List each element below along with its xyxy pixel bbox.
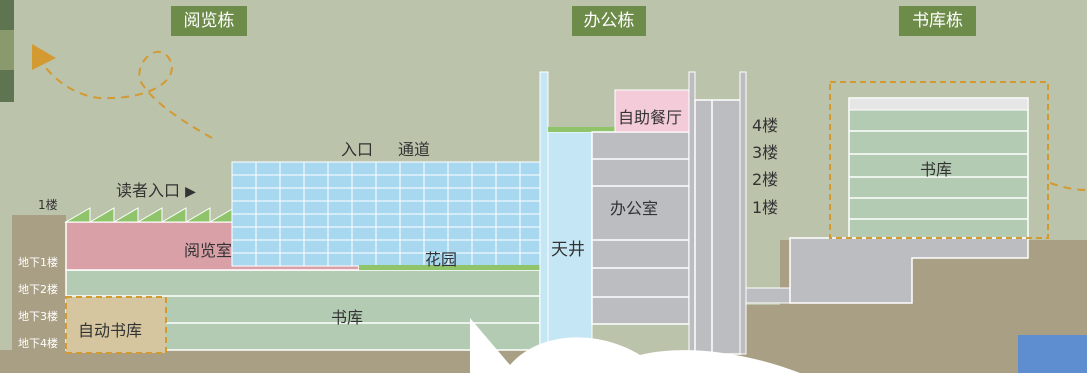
- photo-strip-detail: [0, 30, 14, 70]
- ground-left: [12, 215, 66, 373]
- arrow-right-icon: ▶: [185, 184, 196, 200]
- floor-label-1f: 1楼: [752, 198, 779, 217]
- floor-label-b4: 地下4楼: [18, 337, 58, 350]
- garden-strip: [359, 265, 540, 270]
- reader-entrance-text: 读者入口: [116, 181, 181, 200]
- tower-wall-left: [688, 71, 696, 355]
- flow-path: [39, 50, 213, 139]
- stacks-label: 书库: [331, 308, 364, 327]
- flow-arrow-icon: [32, 44, 56, 70]
- cafeteria: [614, 89, 690, 133]
- garden-label: 花园: [425, 250, 458, 269]
- connector: [745, 287, 791, 304]
- auto-stacks-label: 自动书库: [78, 321, 143, 340]
- atrium-wall: [539, 71, 549, 355]
- floor-label-b2: 地下2楼: [18, 283, 58, 296]
- floor-label-b1: 地下1楼: [18, 256, 58, 269]
- tower-wall-right: [739, 71, 747, 355]
- cafeteria-label: 自助餐厅: [618, 108, 683, 127]
- reading-room-label: 阅览室: [184, 241, 233, 260]
- flow-path-right: [1049, 182, 1087, 191]
- atrium: [547, 131, 593, 355]
- entrance-label: 入口: [341, 140, 374, 159]
- office-room-label: 办公室: [610, 199, 659, 218]
- header-office-building: 办公栋: [572, 6, 646, 36]
- floor-label-b3: 地下3楼: [18, 310, 58, 323]
- auto-stacks-box: [65, 296, 167, 354]
- floor-label-1f-left: 1楼: [38, 198, 58, 212]
- passage-label: 通道: [398, 140, 431, 159]
- glass-passage: [231, 161, 541, 267]
- photo-bottom-right: [1018, 335, 1087, 373]
- floor-label-3f: 3楼: [752, 143, 779, 162]
- floor-label-2f: 2楼: [752, 170, 779, 189]
- header-reading-building: 阅览栋: [171, 6, 247, 36]
- header-library-building: 书库栋: [899, 6, 976, 36]
- library-stacks: [848, 97, 1029, 239]
- floor-label-4f: 4楼: [752, 116, 779, 135]
- atrium-label: 天井: [551, 240, 585, 260]
- stair-tower: [694, 99, 742, 355]
- ground-bottom: [0, 350, 540, 373]
- office-block: [591, 131, 690, 325]
- library-stacks-label: 书库: [920, 160, 953, 179]
- library-dashed-outline: [829, 81, 1049, 239]
- speech-bubble: [470, 318, 800, 373]
- atrium-roof-garden: [548, 127, 615, 132]
- reader-entrance-label: 读者入口 ▶: [116, 177, 196, 201]
